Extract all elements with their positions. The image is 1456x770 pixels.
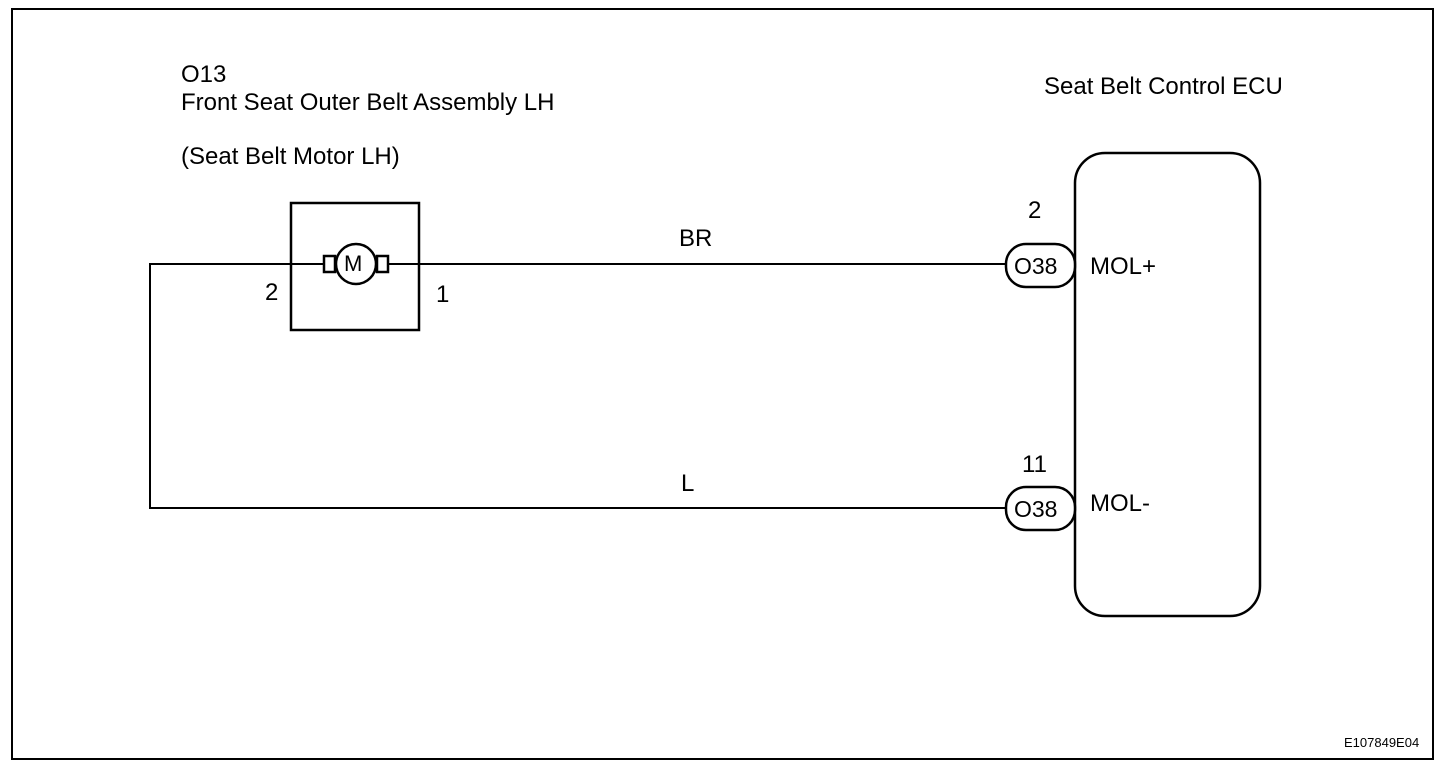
motor-pin-left: 2 [265,279,279,306]
wire-br-color-label: BR [679,225,713,252]
wire-l [149,263,1008,509]
motor-symbol-label: M [344,251,363,276]
connector-o38-top [1004,242,1077,289]
connector-o38-top-label: O38 [1014,253,1058,279]
ecu-pin-top: 2 [1028,197,1042,224]
ecu-pin-bottom: 11 [1022,451,1047,478]
motor-component-subname: (Seat Belt Motor LH) [181,143,400,170]
diagram-frame [11,8,1434,760]
motor-pin-right: 1 [436,281,450,308]
figure-id: E107849E04 [1344,735,1420,750]
terminal-mol-plus: MOL+ [1090,253,1157,280]
ecu-box [1073,151,1262,618]
ecu-name: Seat Belt Control ECU [1044,73,1283,100]
motor-component-box [289,201,421,332]
terminal-mol-minus: MOL- [1090,490,1150,517]
connector-o38-bottom [1004,485,1077,532]
wire-l-color-label: L [681,470,695,497]
motor-component-name: Front Seat Outer Belt Assembly LH [181,89,555,116]
connector-o38-bottom-label: O38 [1014,496,1058,522]
motor-component-code: O13 [181,61,227,88]
